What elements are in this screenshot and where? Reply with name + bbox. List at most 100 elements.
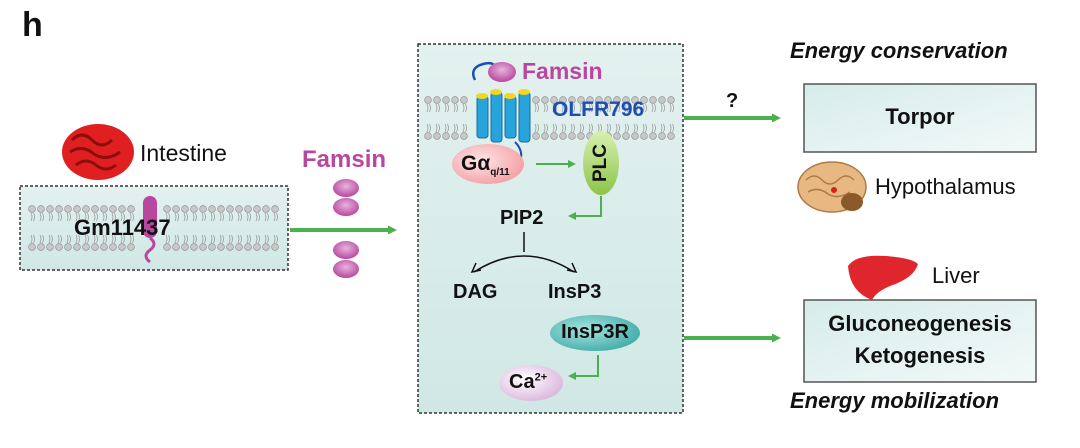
energy-conservation-header: Energy conservation — [790, 38, 1008, 63]
ketogenesis-label: Ketogenesis — [854, 343, 986, 368]
lipid-tail — [255, 212, 260, 222]
lipid-head — [550, 96, 558, 104]
lipid-tail — [30, 234, 35, 244]
lipid-head — [622, 132, 630, 140]
lipid-tail — [183, 234, 188, 244]
lipid-tail — [552, 123, 557, 133]
lipid-tail — [642, 103, 647, 113]
lipid-head — [649, 132, 657, 140]
lipid-tail — [651, 123, 656, 133]
lipid-head — [433, 96, 441, 104]
lipid-head — [172, 205, 180, 213]
arrow-insp3r-ca — [568, 355, 599, 380]
lipid-head — [568, 132, 576, 140]
g-alpha-subscript: q/11 — [490, 167, 510, 178]
lipid-head — [100, 243, 108, 251]
lipid-tail — [651, 103, 656, 113]
lipid-tail — [462, 103, 467, 113]
lipid-head — [91, 205, 99, 213]
lipid-head — [271, 243, 279, 251]
lipid-tail — [246, 234, 251, 244]
lipid-head — [658, 132, 666, 140]
lipid-head — [442, 96, 450, 104]
lipid-head — [64, 205, 72, 213]
lipid-head — [631, 96, 639, 104]
gluconeogenesis-box — [803, 299, 1037, 383]
ca-shape — [499, 365, 563, 401]
lipid-tail — [615, 123, 620, 133]
lipid-tail — [48, 234, 53, 244]
liver-label: Liver — [932, 263, 980, 288]
lipid-head — [433, 132, 441, 140]
lipid-head — [82, 205, 90, 213]
lipid-head — [460, 96, 468, 104]
ca-label: Ca2+ — [509, 371, 547, 394]
lipid-tail — [228, 234, 233, 244]
energy-mobilization-header: Energy mobilization — [790, 388, 1000, 413]
lipid-head — [532, 96, 540, 104]
lipid-head — [568, 96, 576, 104]
hypothalamus-label: Hypothalamus — [875, 174, 1016, 199]
lipid-tail — [219, 234, 224, 244]
lipid-head — [649, 96, 657, 104]
lipid-head — [55, 243, 63, 251]
lipid-head — [577, 96, 585, 104]
lipid-head — [127, 205, 135, 213]
panel-label: h — [22, 6, 43, 44]
lipid-head — [262, 243, 270, 251]
lipid-tail — [228, 212, 233, 222]
lipid-head — [109, 243, 117, 251]
torpor-box — [803, 83, 1037, 153]
lipid-head — [550, 132, 558, 140]
lipid-head — [613, 96, 621, 104]
g-alpha-text: Gα — [461, 152, 491, 175]
lipid-tail — [273, 212, 278, 222]
lipid-tail — [561, 103, 566, 113]
lipid-head — [667, 132, 675, 140]
lipid-tail — [543, 103, 548, 113]
insp3-label: InsP3 — [548, 281, 602, 303]
lipid-head — [46, 243, 54, 251]
lipid-tail — [39, 212, 44, 222]
lipid-tail — [552, 103, 557, 113]
lipid-tail — [75, 212, 80, 222]
lipid-tail — [84, 212, 89, 222]
lipid-tail — [264, 212, 269, 222]
lipid-tail — [606, 103, 611, 113]
lipid-head — [235, 243, 243, 251]
lipid-head — [37, 243, 45, 251]
lipid-head — [163, 205, 171, 213]
gluconeogenesis-label: Gluconeogenesis — [828, 311, 1012, 336]
intestine-icon — [62, 124, 134, 180]
lipid-tail — [453, 103, 458, 113]
lipid-head — [28, 205, 36, 213]
lipid-head — [118, 205, 126, 213]
lipid-tail — [174, 234, 179, 244]
lipid-head — [253, 243, 261, 251]
lipid-head — [181, 243, 189, 251]
lipid-head — [640, 132, 648, 140]
lipid-head — [199, 243, 207, 251]
g-alpha-label: Gαq/11 — [461, 152, 510, 178]
lipid-tail — [273, 234, 278, 244]
famsin-molecules-icon — [333, 179, 359, 278]
question-mark: ? — [726, 90, 739, 112]
ca-charge: 2+ — [534, 371, 548, 384]
lipid-head — [37, 205, 45, 213]
lipid-tail — [669, 103, 674, 113]
lipid-head — [91, 243, 99, 251]
lipid-tail — [57, 234, 62, 244]
lipid-tail — [57, 212, 62, 222]
lipid-tail — [462, 123, 467, 133]
lipid-tail — [543, 123, 548, 133]
lipid-head — [190, 205, 198, 213]
lipid-head — [622, 96, 630, 104]
lipid-head — [190, 243, 198, 251]
lipid-head — [532, 132, 540, 140]
lipid-tail — [102, 234, 107, 244]
lipid-head — [559, 96, 567, 104]
lipid-head — [64, 243, 72, 251]
lipid-tail — [435, 123, 440, 133]
lipid-tail — [93, 212, 98, 222]
lipid-tail — [39, 234, 44, 244]
